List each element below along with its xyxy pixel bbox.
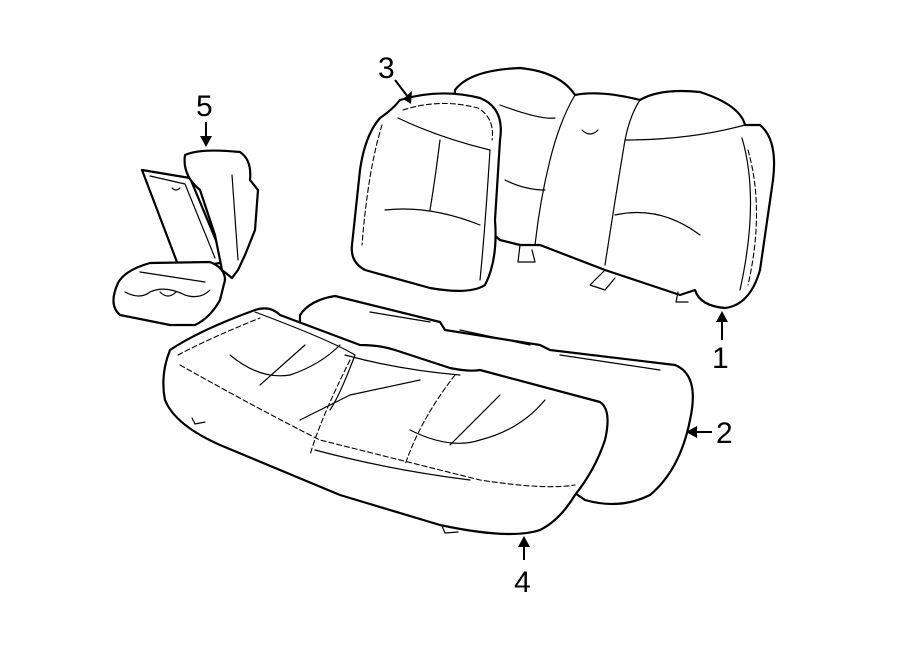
seat-back-assembly bbox=[452, 66, 776, 310]
callout-3-label: 3 bbox=[378, 52, 395, 85]
callout-1: 1 bbox=[712, 311, 729, 375]
callout-5: 5 bbox=[196, 90, 213, 147]
callout-3: 3 bbox=[378, 52, 412, 104]
split-seat-back bbox=[350, 92, 502, 292]
callout-4-label: 4 bbox=[514, 566, 531, 599]
seat-cushion-front bbox=[162, 307, 609, 536]
callout-2-label: 2 bbox=[716, 417, 733, 450]
armrest bbox=[112, 149, 260, 327]
callout-2: 2 bbox=[686, 417, 733, 450]
callout-1-label: 1 bbox=[712, 342, 729, 375]
callout-5-label: 5 bbox=[196, 90, 213, 123]
callout-4: 4 bbox=[514, 536, 531, 599]
